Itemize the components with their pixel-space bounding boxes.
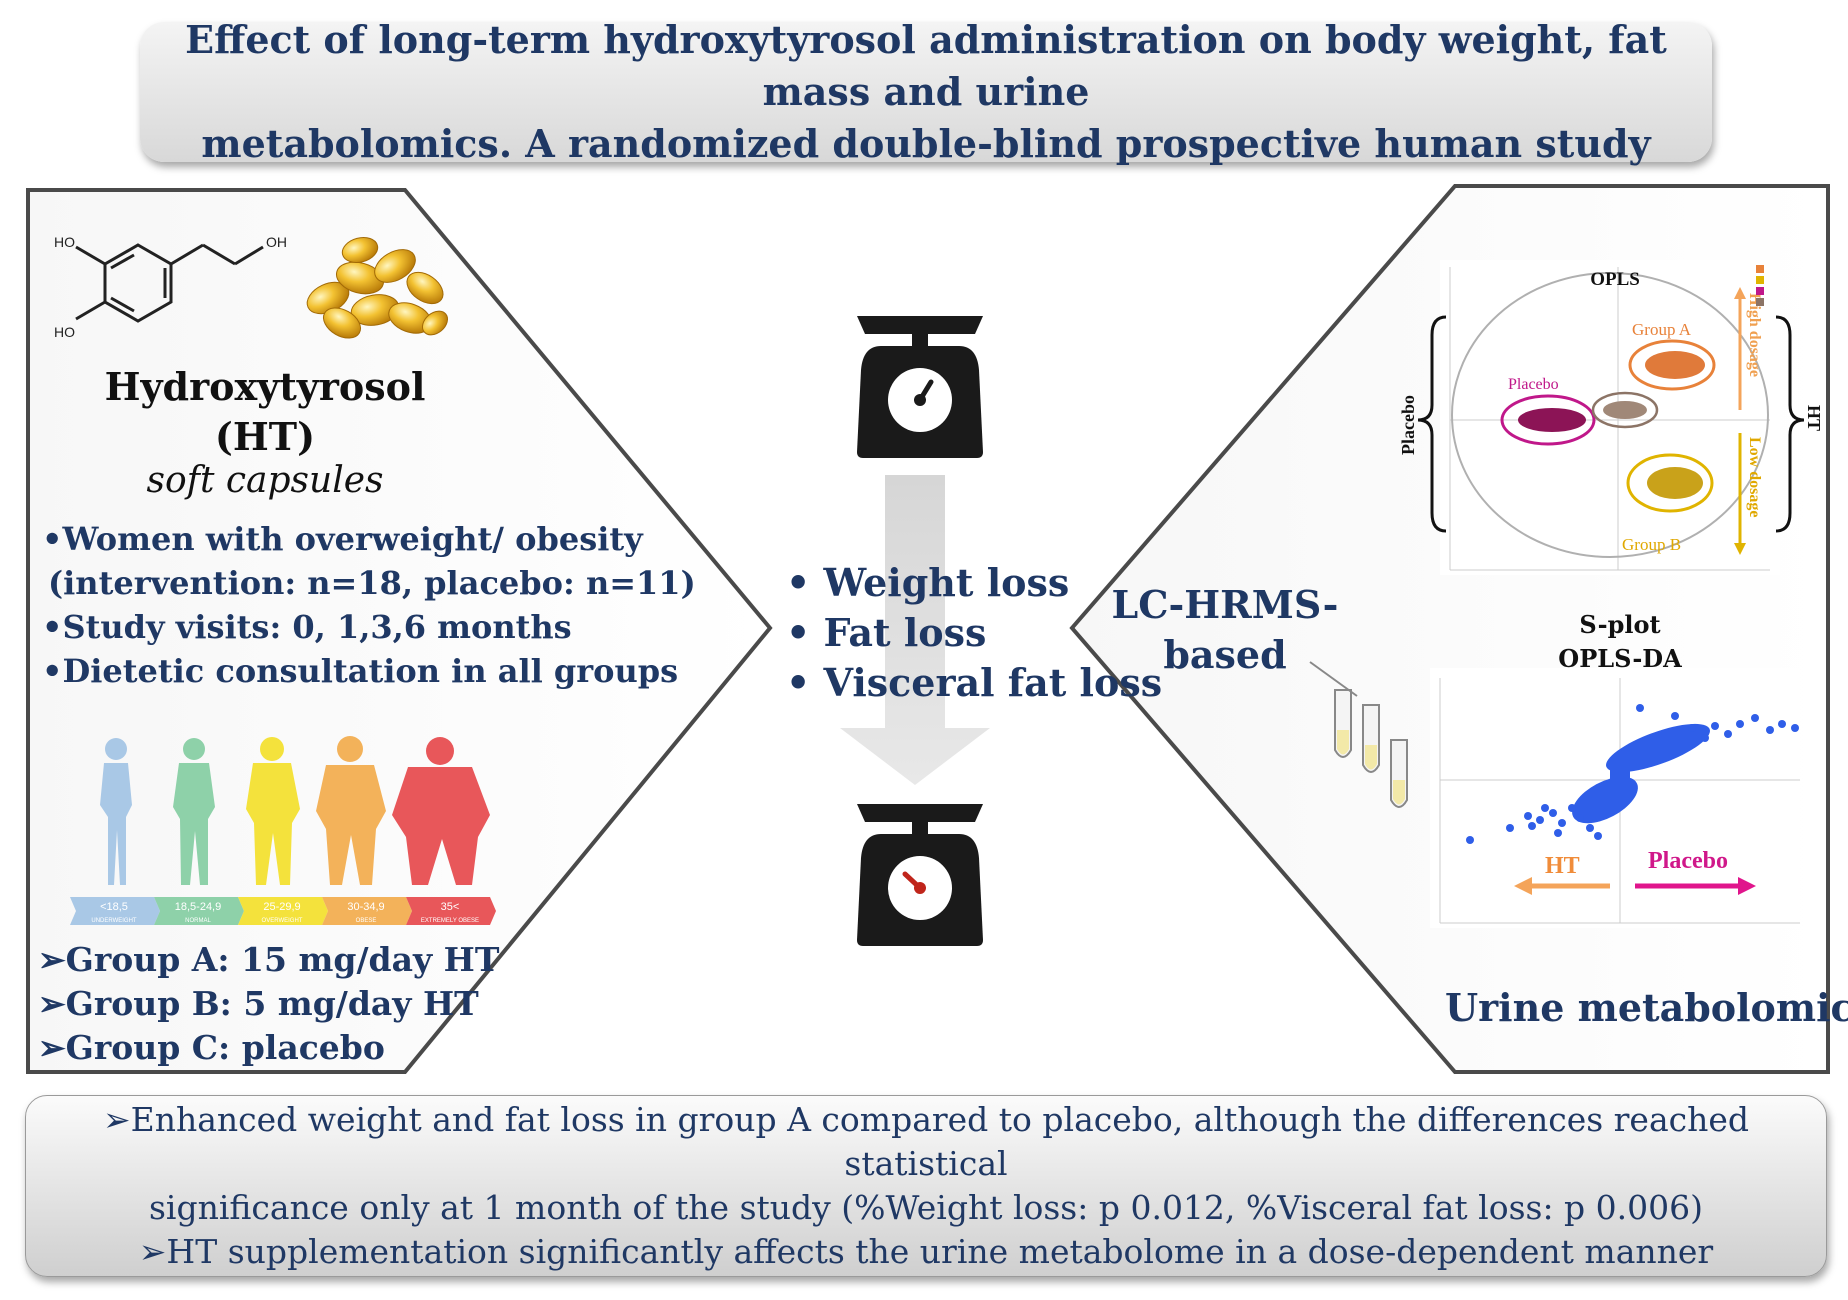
outcome-visceral-fat-loss: • Visceral fat loss [786, 660, 1163, 705]
conclusion-line-1: ➢Enhanced weight and fat loss in group A… [102, 1100, 1750, 1183]
bmi-range-4: 35< [441, 901, 460, 913]
group-a-label: Group A [1632, 320, 1692, 339]
group-b-line: ➢Group B: 5 mg/day HT [38, 984, 479, 1023]
bmi-silhouettes: <18,5 UNDERWEIGHT 18,5-24,9 NORMAL 25-29… [70, 736, 496, 925]
soft-capsules-image [306, 237, 449, 339]
outcome-fat-loss: • Fat loss [786, 610, 987, 655]
compound-form: soft capsules [146, 460, 384, 501]
method-label: LC-HRMS- based [1100, 580, 1350, 680]
bmi-label-2: OVERWEIGHT [262, 918, 303, 924]
splot-title-block: S-plot OPLS-DA [1500, 608, 1740, 676]
oh-right-label: OH [266, 234, 287, 250]
placebo-arrowhead [1738, 877, 1756, 895]
title-line-2: metabolomics. A randomized double-blind … [201, 121, 1651, 166]
silhouette-underweight [100, 738, 132, 885]
opls-scores-plot: OPLS Placebo Group A Group B High dosage… [1400, 260, 1820, 575]
group-b-label: Group B [1622, 535, 1681, 554]
splot-title: S-plot [1579, 610, 1661, 639]
method-line-1: LC-HRMS- [1111, 582, 1339, 627]
placebo-points [1518, 408, 1586, 432]
scale-icon-top [857, 316, 983, 458]
splot-points [1466, 704, 1799, 844]
urine-metabolomics-label: Urine metabolomics [1445, 985, 1848, 1030]
placebo-bracket [1417, 315, 1447, 533]
weight-down-arrow [840, 475, 990, 785]
bmi-label-3: OBESE [356, 918, 377, 924]
method-line-2: based [1163, 632, 1287, 677]
opls-plot-area [1440, 260, 1780, 575]
bmi-seg-normal [154, 897, 244, 925]
left-panel-shape [26, 188, 773, 1074]
splot-placebo-label: Placebo [1648, 848, 1728, 874]
conclusion-line-3: ➢HT supplementation significantly affect… [138, 1232, 1714, 1271]
bullet-visits: •Study visits: 0, 1,3,6 months [42, 608, 572, 646]
bullet-dietetic: •Dietetic consultation in all groups [42, 652, 679, 690]
compound-name: Hydroxytyrosol [104, 364, 426, 409]
ht-arrowhead [1514, 877, 1532, 895]
bmi-label-0: UNDERWEIGHT [91, 918, 137, 924]
bmi-seg-overweight [238, 897, 328, 925]
urine-tubes-icon [1309, 661, 1408, 808]
silhouette-overweight [246, 737, 300, 885]
bmi-range-0: <18,5 [100, 901, 128, 913]
compound-name-block: Hydroxytyrosol (HT) [70, 362, 460, 462]
low-dosage-arrowhead [1734, 543, 1746, 555]
bmi-range-2: 25-29,9 [263, 901, 300, 913]
qc-points [1603, 401, 1647, 419]
conclusion-line-2: significance only at 1 month of the stud… [148, 1188, 1704, 1227]
placebo-cluster-label: Placebo [1508, 376, 1559, 393]
bmi-range-1: 18,5-24,9 [175, 901, 221, 913]
placebo-cluster-ellipse [1500, 394, 1596, 446]
ht-side-label: HT [1804, 405, 1820, 431]
bmi-range-3: 30-34,9 [347, 901, 384, 913]
bmi-label-4: EXTREMELY OBESE [421, 918, 479, 924]
group-a-cluster-ellipse [1628, 339, 1716, 391]
hotelling-ellipse [1451, 272, 1769, 558]
ho-bottom-label: HO [54, 324, 75, 340]
hydroxytyrosol-structure: HO OH HO [54, 234, 287, 340]
group-a-line: ➢Group A: 15 mg/day HT [38, 940, 500, 979]
bmi-label-1: NORMAL [185, 918, 211, 924]
group-c-line: ➢Group C: placebo [38, 1028, 385, 1067]
splot-ht-label: HT [1545, 853, 1580, 879]
placebo-side-label: Placebo [1400, 395, 1418, 455]
qc-cluster-ellipse [1591, 391, 1659, 429]
scale-icon-bottom [857, 804, 983, 946]
bmi-seg-extremely-obese [406, 897, 496, 925]
silhouette-obese [316, 736, 386, 885]
ht-bracket [1775, 315, 1805, 533]
bullet-population: •Women with overweight/ obesity [42, 520, 643, 558]
ho-top-label: HO [54, 234, 75, 250]
opls-title: OPLS [1590, 269, 1640, 290]
bmi-scale-bar [70, 897, 496, 925]
s-plot: HT Placebo [1430, 668, 1800, 928]
bmi-seg-underweight [70, 897, 160, 925]
low-dosage-label: Low dosage [1746, 437, 1763, 517]
bullet-sample-size: (intervention: n=18, placebo: n=11) [48, 564, 696, 602]
high-dosage-label: High dosage [1746, 293, 1763, 377]
silhouette-extremely-obese [392, 737, 490, 885]
group-a-points [1645, 351, 1705, 379]
conclusions-box: ➢Enhanced weight and fat loss in group A… [25, 1095, 1827, 1277]
silhouette-normal [173, 738, 215, 885]
bmi-seg-obese [322, 897, 412, 925]
outcome-weight-loss: • Weight loss [786, 560, 1070, 605]
opls-legend [1756, 265, 1764, 306]
title-line-1: Effect of long-term hydroxytyrosol admin… [185, 17, 1667, 114]
group-b-points [1647, 467, 1703, 499]
group-b-cluster-ellipse [1626, 453, 1714, 513]
title-banner: Effect of long-term hydroxytyrosol admin… [140, 17, 1712, 166]
high-dosage-arrowhead [1734, 287, 1746, 299]
compound-abbr: (HT) [214, 414, 316, 459]
